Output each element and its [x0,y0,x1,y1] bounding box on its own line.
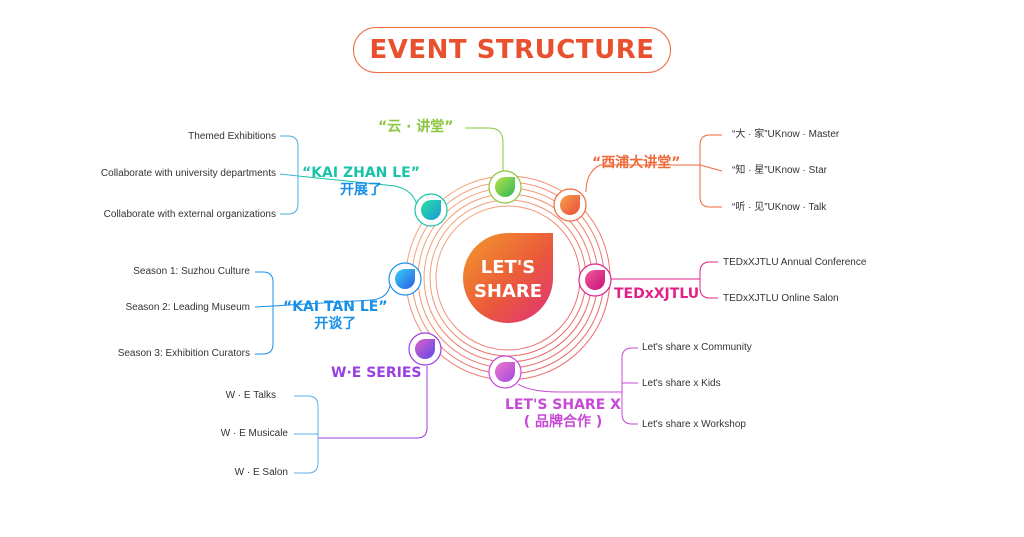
node-tedx [578,263,612,297]
letsshare-label-line1: LET'S SHARE X [505,397,621,413]
node-xipu [553,188,587,222]
kaizhan-item: Collaborate with university departments [100,168,276,179]
xipu-item: “大 · 家”UKnow · Master [732,129,840,140]
letsshare-label-line2: ( 品牌合作 ) [523,414,603,430]
center-line-1: LET'S [480,257,536,278]
lets-bracket [621,347,638,425]
tedx-item: TEDxXJTLU Annual Conference [723,257,867,268]
kaizhan-connector [297,175,418,206]
tedx-item: TEDxXJTLU Online Salon [723,293,839,304]
we-item: W · E Talks [225,390,276,401]
node-yun [488,170,522,204]
we-bracket [294,395,319,474]
kaizhan-label-line2: 开展了 [339,182,382,198]
kaitan-label-line1: “KAI TAN LE” [283,299,388,315]
kaitan-item: Season 2: Leading Museum [125,302,250,313]
kaizhan-item: Collaborate with external organizations [103,209,276,220]
letsshare-item: Let's share x Community [642,342,752,353]
yun-connector [465,127,504,173]
xipu-label: “西浦大讲堂” [592,155,681,171]
kaitan-label-line2: 开谈了 [314,316,357,332]
kaizhan-label-line1: “KAI ZHAN LE” [302,165,420,181]
xipu-bracket [699,134,723,208]
node-kaizhan [414,193,448,227]
we-item: W · E Salon [234,467,288,478]
kaizhan-bracket [279,135,299,215]
tedx-label: TEDxXJTLU [614,286,700,302]
page-title: EVENT STRUCTURE [369,35,655,65]
letsshare-label: LET'S SHARE X ( 品牌合作 ) [505,397,621,431]
kaitan-label: “KAI TAN LE” 开谈了 [283,299,388,333]
we-connector [318,366,428,439]
title-pill: EVENT STRUCTURE [353,27,671,73]
lets-connector [517,383,622,393]
xipu-item: “听 · 见”UKnow · Talk [732,202,827,213]
xipu-connector [585,164,700,193]
kaitan-item: Season 1: Suzhou Culture [133,266,250,277]
node-letsshare [488,355,522,389]
kaitan-bracket [254,271,274,355]
kaizhan-item: Themed Exhibitions [188,131,276,142]
we-item: W · E Musicale [220,428,288,439]
we-label: W·E SERIES [331,365,422,381]
node-we [408,332,442,366]
letsshare-item: Let's share x Workshop [642,419,746,430]
kaizhan-label: “KAI ZHAN LE” 开展了 [302,165,420,199]
tedx-bracket [699,261,718,299]
node-kaitan [388,262,422,296]
center-line-2: SHARE [473,281,543,302]
xipu-item: “知 · 星”UKnow · Star [732,165,828,176]
kaitan-connector [272,284,391,307]
center-label: LET'S SHARE [462,256,554,304]
yun-label: “云 · 讲堂” [378,119,454,135]
kaitan-item: Season 3: Exhibition Curators [117,348,250,359]
letsshare-item: Let's share x Kids [642,378,721,389]
center-blob [463,233,553,323]
